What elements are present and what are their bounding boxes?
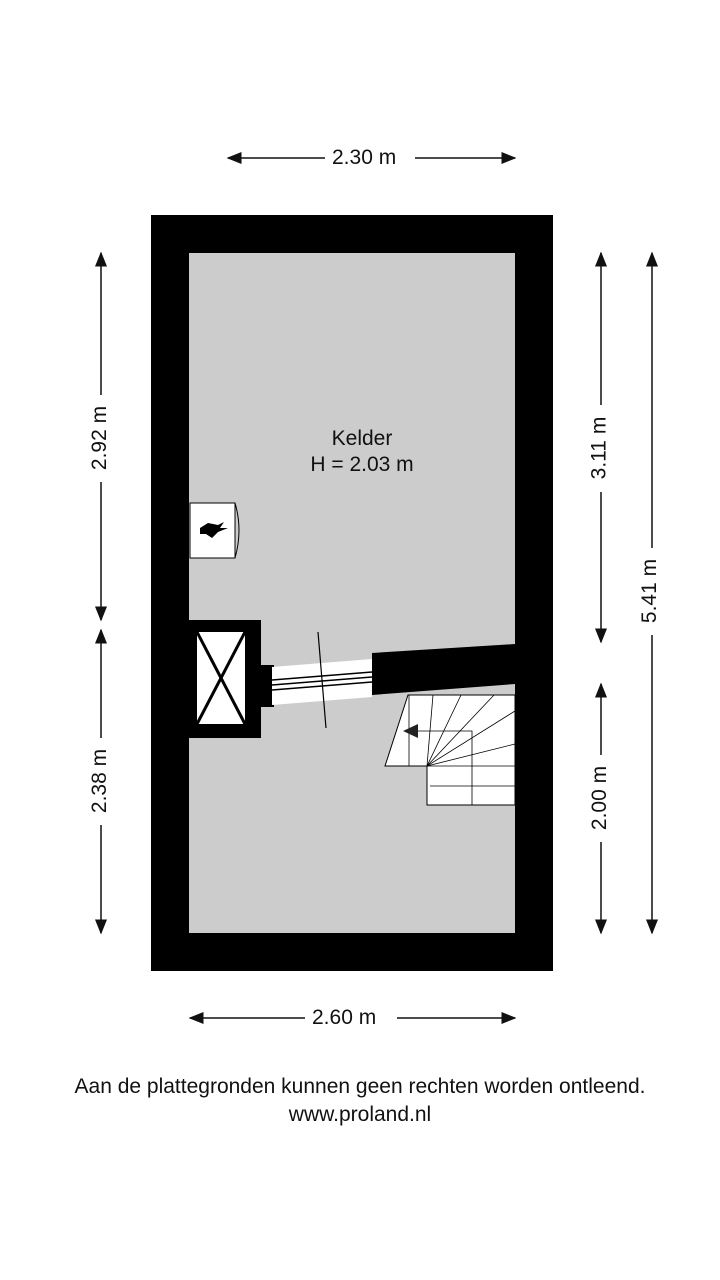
disclaimer-text: Aan de plattegronden kunnen geen rechten… (74, 1075, 646, 1098)
dim-right-lower: 2.00 m (588, 759, 613, 837)
room-name: Kelder (331, 427, 393, 450)
website-link[interactable]: www.proland.nl (288, 1103, 432, 1126)
dim-left-upper: 2.92 m (88, 399, 113, 477)
dim-top: 2.30 m (326, 146, 403, 170)
dim-right-upper: 3.11 m (587, 410, 612, 486)
room-label: Kelder H = 2.03 m (262, 426, 462, 478)
stairs-icon (384, 694, 516, 806)
dim-left-lower: 2.38 m (88, 742, 113, 820)
floor-kelder (189, 253, 515, 933)
internal-wall (372, 644, 515, 695)
dim-right-total: 5.41 m (638, 552, 663, 630)
dim-bottom: 2.60 m (306, 1006, 383, 1030)
room-height: H = 2.03 m (310, 453, 414, 476)
